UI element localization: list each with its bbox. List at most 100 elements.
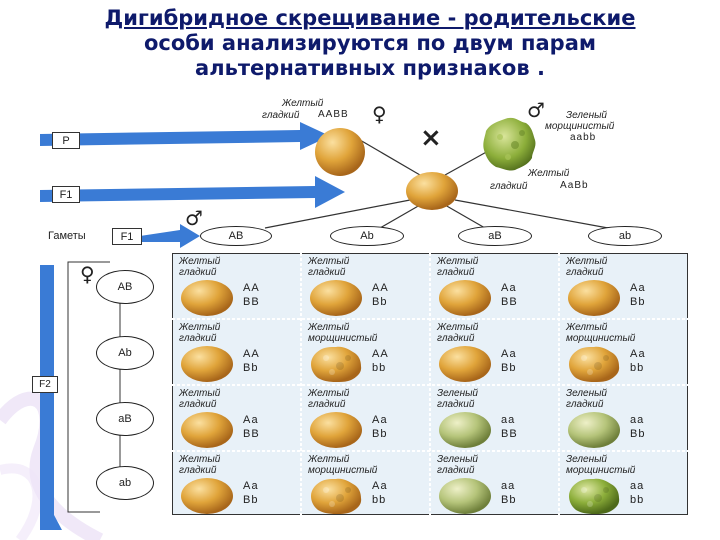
male-gamete-symbol-icon: ♂ — [185, 206, 203, 230]
cell-genotype-b: Вb — [372, 428, 388, 440]
cell-genotype-a: аа — [630, 480, 645, 492]
f1-phenotype-1: Желтый — [528, 168, 570, 179]
line-f1-g3 — [444, 204, 486, 229]
cell-phenotype-shape: гладкий — [308, 399, 346, 410]
cell-genotype-b: Вb — [372, 296, 388, 308]
cell-genotype-b: bb — [630, 362, 645, 374]
cell-phenotype-color: Желтый — [437, 322, 479, 333]
cell-phenotype-color: Желтый — [308, 322, 350, 333]
title-line-2: особи анализируются по двум парам — [143, 31, 597, 55]
cell-genotype-a: аа — [501, 480, 516, 492]
label-p: P — [52, 132, 80, 149]
cell-genotype-a: Аа — [243, 480, 259, 492]
line-male-f1 — [444, 149, 491, 176]
f1-pea — [406, 172, 458, 210]
cell-phenotype-shape: морщинистый — [566, 465, 636, 476]
cell-phenotype-shape: гладкий — [566, 399, 604, 410]
gamete-arrow — [140, 224, 200, 248]
cell-genotype-a: Аа — [630, 348, 646, 360]
cell-genotype-b: ВВ — [501, 296, 518, 308]
cell-phenotype-shape: морщинистый — [308, 333, 378, 344]
cell-genotype-b: Вb — [630, 428, 646, 440]
cell-genotype-a: Аа — [372, 414, 388, 426]
cell-phenotype-color: Зеленый — [437, 454, 478, 465]
cell-genotype-a: АА — [372, 282, 389, 294]
line-f1-g1 — [264, 199, 411, 229]
cell-phenotype-shape: гладкий — [308, 267, 346, 278]
female-gamete-symbol-icon: ♀ — [80, 262, 95, 286]
cell-phenotype-shape: гладкий — [437, 399, 475, 410]
cell-genotype-b: Вb — [243, 494, 259, 506]
label-f1: F1 — [52, 186, 80, 203]
cell-phenotype-color: Желтый — [308, 388, 350, 399]
title-line-1: Дигибридное скрещивание - родительские — [104, 6, 636, 30]
cell-genotype-b: Вb — [630, 296, 646, 308]
p-arrow — [40, 122, 330, 150]
smooth-pea-icon — [310, 280, 362, 316]
female-symbol-icon: ♀ — [372, 102, 387, 126]
wrinkled-pea-icon — [311, 346, 362, 382]
smooth-pea-icon — [181, 412, 233, 448]
male-gamete-oval: Аb — [330, 226, 404, 246]
male-gamete-oval: аВ — [458, 226, 532, 246]
cell-phenotype-color: Желтый — [566, 322, 608, 333]
cell-phenotype-shape: гладкий — [437, 267, 475, 278]
cell-phenotype-shape: гладкий — [179, 333, 217, 344]
smooth-pea-icon — [439, 412, 491, 448]
cell-phenotype-color: Желтый — [308, 454, 350, 465]
cell-genotype-b: Вb — [243, 362, 259, 374]
line-f1-g4 — [454, 199, 609, 229]
label-gametes: Гаметы — [48, 230, 86, 242]
male-parent-genotype: ааbb — [570, 132, 597, 143]
smooth-pea-icon — [439, 346, 491, 382]
cell-genotype-b: bb — [372, 494, 387, 506]
f1-phenotype-2: гладкий — [490, 181, 528, 192]
smooth-pea-icon — [181, 346, 233, 382]
male-gamete-oval: аb — [588, 226, 662, 246]
f1-genotype: АаВb — [560, 180, 589, 191]
cell-phenotype-shape: морщинистый — [308, 465, 378, 476]
female-gamete-oval: аВ — [96, 402, 154, 436]
cell-genotype-a: Аа — [630, 282, 646, 294]
f2-bracket — [67, 261, 110, 513]
cell-genotype-a: Аа — [243, 414, 259, 426]
cell-phenotype-shape: морщинистый — [566, 333, 636, 344]
cell-phenotype-color: Желтый — [566, 256, 608, 267]
smooth-pea-icon — [568, 412, 620, 448]
cell-genotype-b: Вb — [501, 362, 517, 374]
female-gamete-oval: АВ — [96, 270, 154, 304]
cell-phenotype-shape: гладкий — [179, 267, 217, 278]
cell-phenotype-color: Желтый — [179, 322, 221, 333]
cell-phenotype-color: Зеленый — [566, 388, 607, 399]
male-symbol-icon: ♂ — [527, 98, 545, 122]
cell-genotype-a: АА — [243, 282, 260, 294]
cell-genotype-a: Аа — [501, 282, 517, 294]
cell-phenotype-shape: гладкий — [566, 267, 604, 278]
female-parent-genotype: ААВВ — [318, 109, 349, 120]
cell-phenotype-color: Зеленый — [566, 454, 607, 465]
label-f2: F2 — [32, 376, 58, 393]
cell-genotype-b: bb — [630, 494, 645, 506]
cell-genotype-b: ВВ — [243, 296, 260, 308]
cell-phenotype-color: Желтый — [179, 388, 221, 399]
cell-phenotype-shape: гладкий — [437, 333, 475, 344]
label-f1-gametes: F1 — [112, 228, 142, 245]
cell-phenotype-shape: гладкий — [437, 465, 475, 476]
smooth-pea-icon — [439, 280, 491, 316]
cell-genotype-b: ВВ — [243, 428, 260, 440]
smooth-pea-icon — [181, 478, 233, 514]
